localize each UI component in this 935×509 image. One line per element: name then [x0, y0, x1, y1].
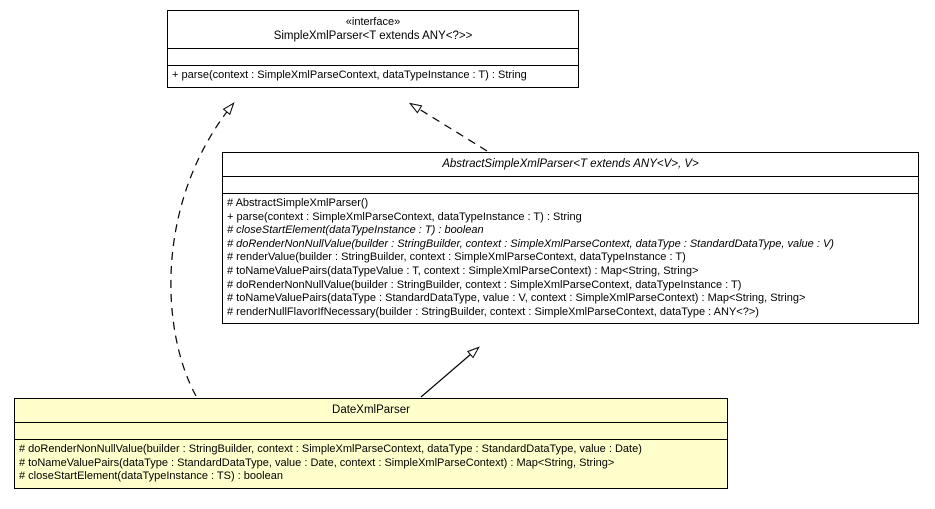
- operation-item: # doRenderNonNullValue(builder : StringB…: [19, 443, 642, 455]
- class-attributes-simple-xml-parser: [168, 49, 578, 66]
- operation-item: # toNameValuePairs(dataType : StandardDa…: [19, 456, 615, 469]
- class-operations-simple-xml-parser: + parse(context : SimpleXmlParseContext,…: [168, 66, 578, 87]
- edge-abstract-implements-interface: [408, 102, 488, 152]
- class-box-date-xml-parser[interactable]: DateXmlParser # doRenderNonNullValue(bui…: [14, 398, 728, 489]
- operation-item: # closeStartElement(dataTypeInstance : T…: [19, 470, 283, 483]
- class-box-simple-xml-parser[interactable]: «interface» SimpleXmlParser<T extends AN…: [167, 10, 579, 88]
- class-operations-abstract-simple-xml-parser: # AbstractSimpleXmlParser() + parse(cont…: [223, 194, 918, 323]
- class-title-date-xml-parser: DateXmlParser: [15, 399, 727, 423]
- operation-item: # renderNullFlavorIfNecessary(builder : …: [227, 305, 759, 318]
- class-name: DateXmlParser: [332, 404, 410, 416]
- class-attributes-date-xml-parser: [15, 423, 727, 440]
- operation-item: # doRenderNonNullValue(builder : StringB…: [227, 278, 742, 291]
- operation-item: + parse(context : SimpleXmlParseContext,…: [172, 69, 527, 81]
- operation-item: # toNameValuePairs(dataType : StandardDa…: [227, 292, 806, 305]
- class-stereotype: «interface»: [345, 16, 401, 28]
- class-box-abstract-simple-xml-parser[interactable]: AbstractSimpleXmlParser<T extends ANY<V>…: [222, 152, 919, 325]
- class-attributes-abstract-simple-xml-parser: [223, 177, 918, 194]
- class-operations-date-xml-parser: # doRenderNonNullValue(builder : StringB…: [15, 440, 727, 488]
- edge-date-extends-abstract: [420, 346, 480, 398]
- operation-item: + parse(context : SimpleXmlParseContext,…: [227, 210, 582, 223]
- operation-item: # AbstractSimpleXmlParser(): [227, 197, 369, 209]
- operation-item: # renderValue(builder : StringBuilder, c…: [227, 251, 686, 264]
- class-name: AbstractSimpleXmlParser<T extends ANY<V>…: [442, 158, 699, 170]
- operation-item: # toNameValuePairs(dataTypeValue : T, co…: [227, 264, 699, 277]
- class-name: SimpleXmlParser<T extends ANY<?>>: [273, 30, 473, 42]
- operation-item: # doRenderNonNullValue(builder : StringB…: [227, 237, 834, 250]
- class-title-abstract-simple-xml-parser: AbstractSimpleXmlParser<T extends ANY<V>…: [223, 153, 918, 177]
- operation-item: # closeStartElement(dataTypeInstance : T…: [227, 224, 484, 237]
- class-title-simple-xml-parser: «interface» SimpleXmlParser<T extends AN…: [168, 11, 578, 49]
